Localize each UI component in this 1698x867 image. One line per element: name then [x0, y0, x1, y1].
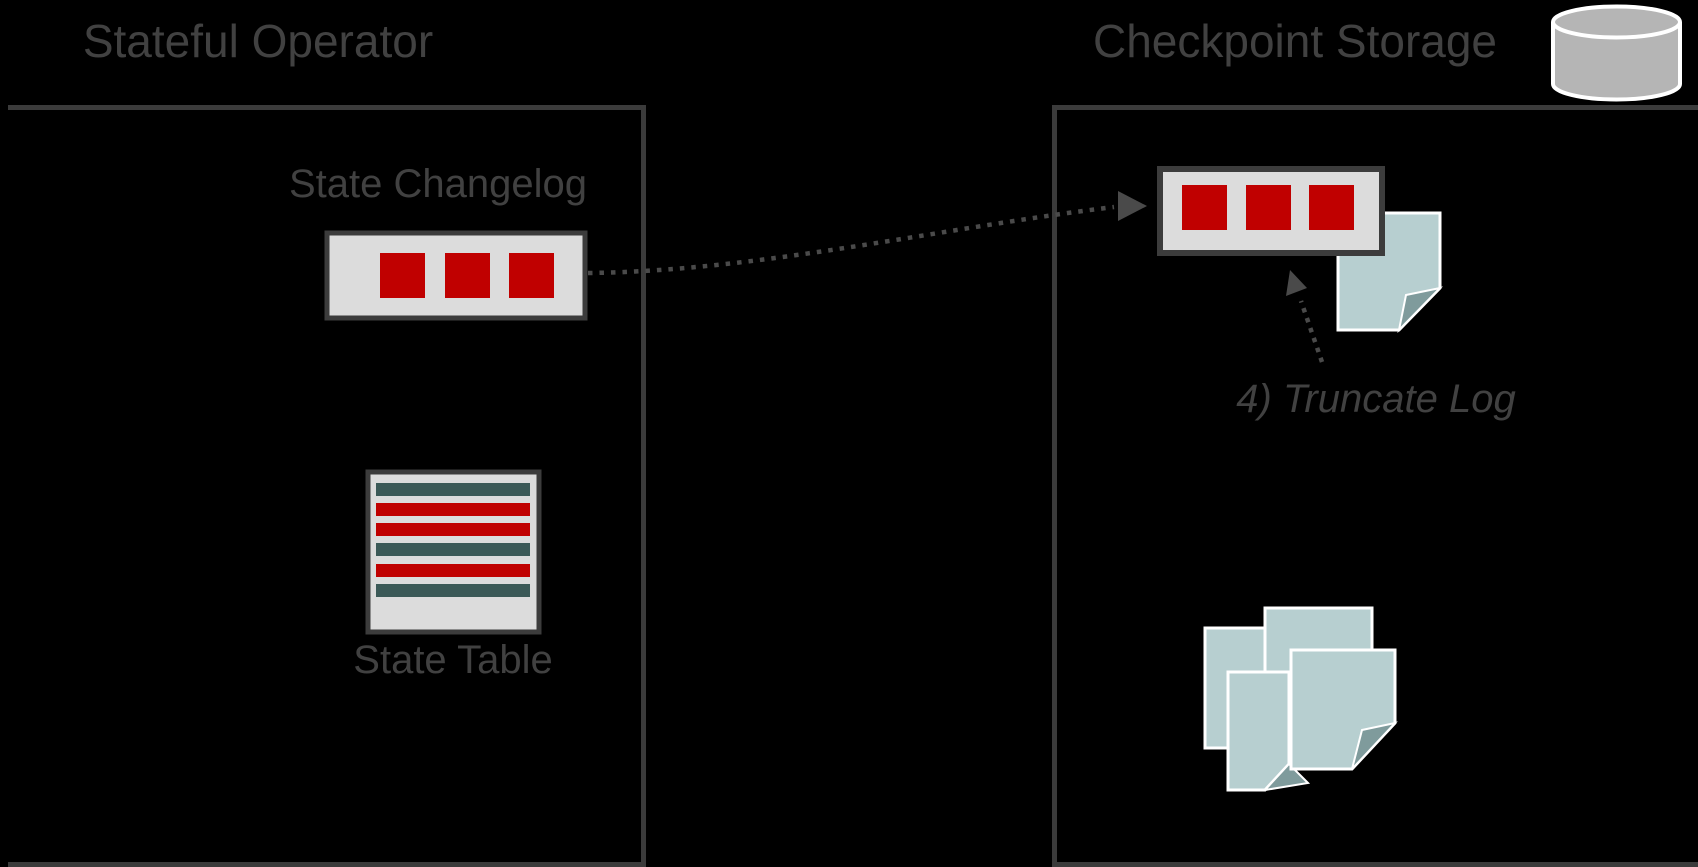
stateful-operator-title: Stateful Operator	[82, 15, 434, 67]
state-changelog-label: State Changelog	[288, 162, 587, 206]
database-cylinder-icon	[1551, 4, 1682, 102]
checkpoint-storage-title: Checkpoint Storage	[1092, 15, 1498, 67]
cylinder-body	[1551, 22, 1682, 102]
state-table-label: State Table	[353, 638, 553, 682]
checkpoint-storage-box	[1052, 105, 1698, 867]
dotted-arrow-line	[587, 204, 1115, 276]
cylinder-top	[1551, 4, 1682, 40]
stateful-operator-box	[8, 105, 646, 867]
truncate-log-annotation: 4) Truncate Log	[1236, 377, 1516, 421]
